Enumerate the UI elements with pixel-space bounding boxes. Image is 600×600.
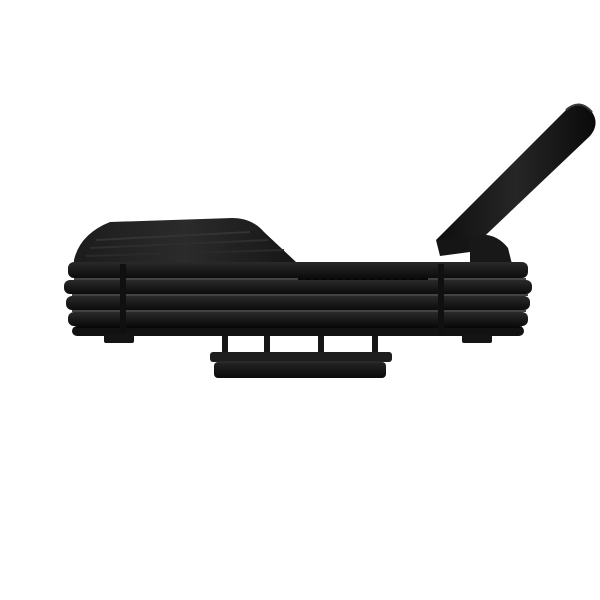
cooling-fins-icon <box>64 262 532 336</box>
antenna-collar <box>470 234 512 266</box>
top-housing <box>74 218 296 262</box>
feet <box>104 334 492 343</box>
mounting-ring-icon <box>210 336 392 378</box>
antenna-stub-icon <box>436 103 596 256</box>
